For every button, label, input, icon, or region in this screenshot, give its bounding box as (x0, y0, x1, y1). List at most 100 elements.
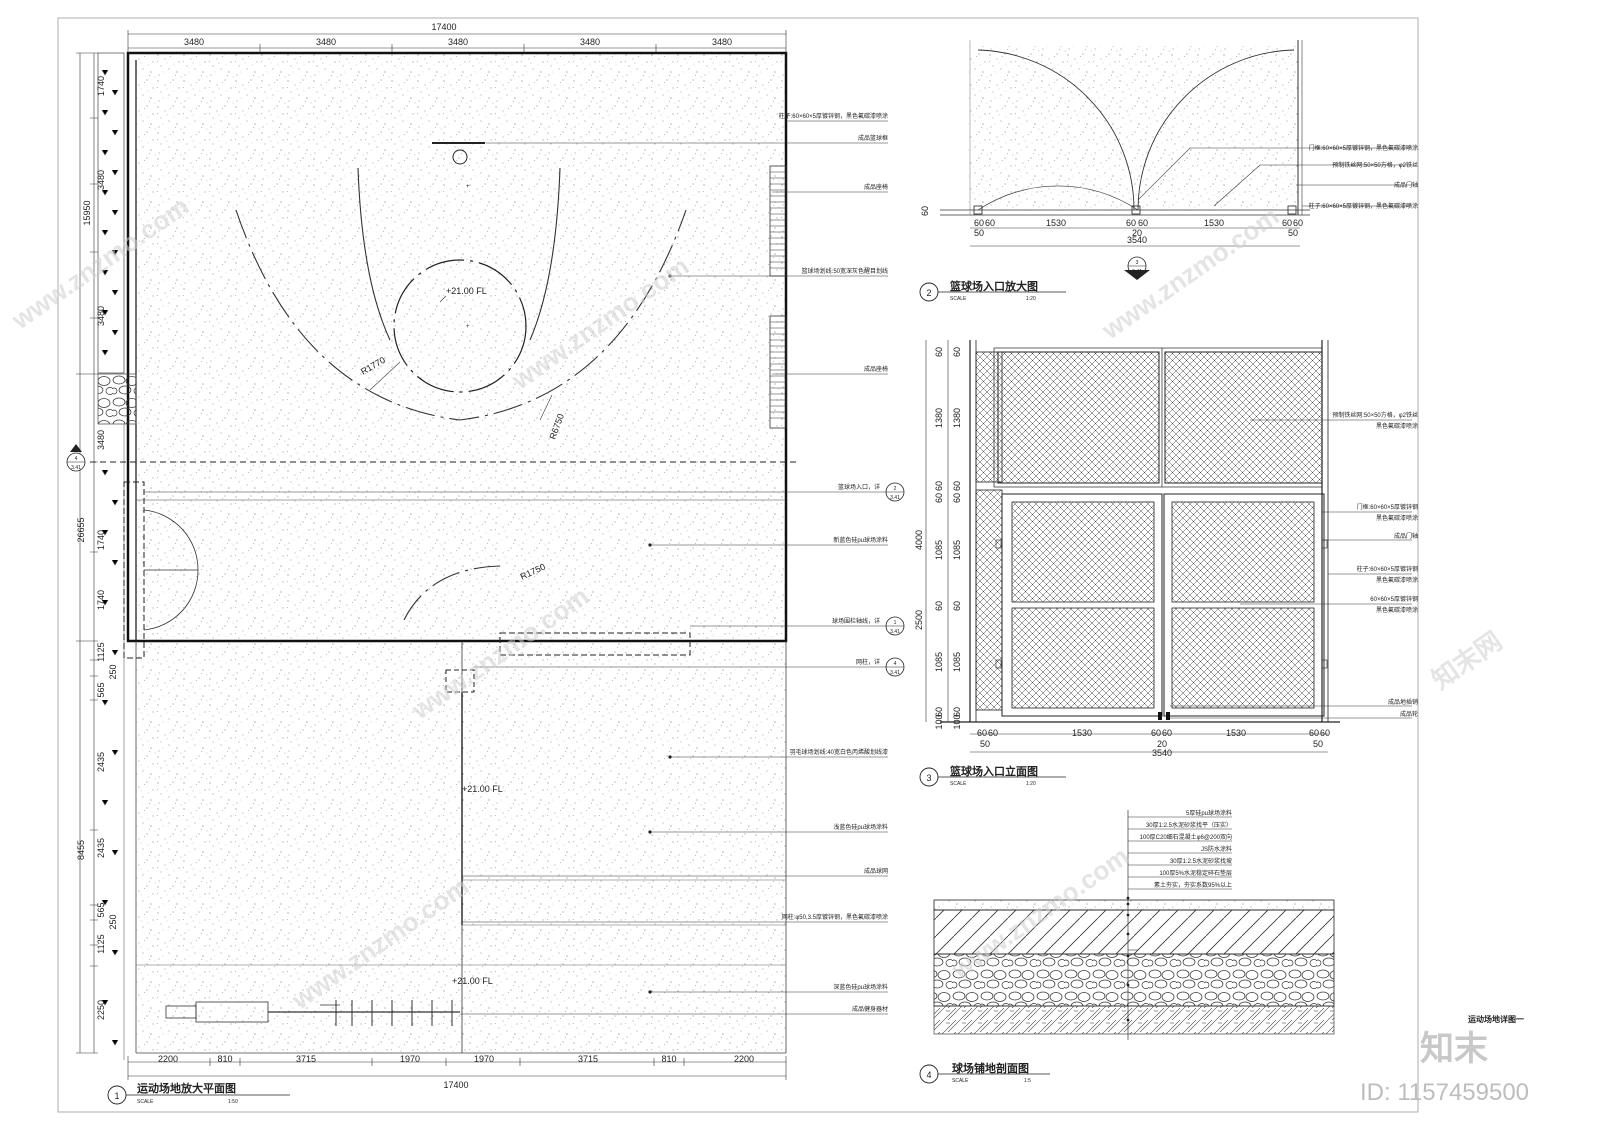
court-surface (136, 53, 786, 1053)
dim-elev: 1085 (934, 652, 944, 672)
plan-note: 成品健身器材 (852, 1005, 888, 1013)
dim-left-inner: 1740 (96, 590, 106, 610)
dim-top: 3480 (316, 37, 336, 47)
plan-note: 球场围栏轴线，详 (832, 617, 880, 625)
dim-elev: 60 (934, 601, 944, 611)
drawing-title: 篮球场入口立面图 (949, 764, 1038, 778)
section-layer: 素土夯实，夯实系数95%以上 (1154, 881, 1232, 889)
dim-elev-sub: 50 (1313, 739, 1323, 749)
dim-elev-outer: 4000 (914, 530, 924, 550)
dim-entry: 1530 (1204, 218, 1224, 228)
svg-text:2: 2 (894, 486, 897, 492)
elevation-marker: 3 3.41 (1124, 256, 1150, 280)
plan-note: 深蓝色硅pu球场涂料 (833, 983, 888, 991)
dim-left-inner: 3480 (96, 170, 106, 190)
image-id: ID: 1157459500 (1360, 1079, 1529, 1106)
dim-elev-outer: 2500 (914, 610, 924, 630)
sheet-title: 运动场地详图一 (1468, 1014, 1524, 1024)
svg-text:3.41: 3.41 (890, 670, 900, 676)
dim-elev: 1085 (952, 540, 962, 560)
scale-value: 1:5 (1024, 1078, 1031, 1084)
svg-text:3.41: 3.41 (1132, 269, 1142, 275)
dim-left-inner: 565 (96, 902, 106, 917)
dim-bottom: 1970 (400, 1054, 420, 1064)
elev-note: 黑色氟碳漆喷涂 (1376, 514, 1418, 522)
detail-callout: 2 3.41 (885, 482, 905, 502)
dim-bottom: 3715 (296, 1054, 316, 1064)
elev-note: 门框:60×60×5厚镀锌钢 (1357, 503, 1418, 511)
dim-elev: 60 (952, 481, 962, 491)
elev-note: 成品轮 (1400, 710, 1418, 718)
dim-left-inner: 1125 (96, 934, 106, 953)
dim-elev: 60 (952, 493, 962, 503)
dim-elev: 1380 (934, 408, 944, 428)
dim-entry: 60 (1293, 218, 1303, 228)
entry-note: 门框:60×60×5厚镀锌钢，黑色氟碳漆喷涂 (1309, 144, 1418, 152)
dim-left-inner: 2435 (96, 752, 106, 772)
plan-note: 网柱:φ50,3.5厚镀锌钢，黑色氟碳漆喷涂 (782, 913, 888, 921)
dim-top: 3480 (712, 37, 732, 47)
title-number: 4 (926, 1070, 931, 1080)
svg-text:3: 3 (1136, 260, 1139, 266)
level-mark: +21.00 FL (462, 784, 503, 794)
section-layer: 30厚1:2.5水泥砂浆找平（压实） (1146, 821, 1232, 829)
elev-note: 成品门轴 (1394, 532, 1418, 540)
dim-top: 3480 (184, 37, 204, 47)
dim-left-inner: 3480 (96, 306, 106, 326)
dim-elev-sub: 20 (1157, 739, 1167, 749)
section-layer: 100厚5%水泥稳定碎石垫层 (1159, 869, 1232, 877)
plan-view-1: + + R1770 R6750 +21.00 FL R1750 (66, 22, 905, 1105)
dim-elev: 100 (934, 714, 944, 729)
entry-plan-view-2: 60 60 1530 60 60 1530 60 60 50 20 50 354… (919, 40, 1418, 302)
dim-elev: 60 (934, 347, 944, 357)
elev-note: 柱子:60×60×5厚镀锌钢 (1357, 565, 1418, 573)
svg-text:3.41: 3.41 (890, 629, 900, 635)
dim-left-inner: 250 (108, 664, 118, 679)
dim-left-outer: 15950 (82, 200, 92, 225)
sheet-frame (57, 17, 1419, 1113)
dim-bottom: 810 (661, 1054, 676, 1064)
plan-note: 网柱，详 (856, 658, 880, 666)
scale-value: 1:20 (1026, 296, 1036, 302)
scale-label: SCALE (950, 781, 967, 787)
drawing-title: 篮球场入口放大图 (949, 279, 1038, 293)
title-number: 1 (114, 1091, 119, 1101)
dim-entry-sub: 50 (974, 228, 984, 238)
dim-elev: 60 (934, 481, 944, 491)
dim-elev-bottom: 60 (988, 728, 998, 738)
elev-note: 黑色氟碳漆喷涂 (1376, 576, 1418, 584)
elev-note: 预制铁丝网:50×50方格，φ2铁丝 (1332, 411, 1418, 419)
scale-value: 1:50 (228, 1099, 238, 1105)
dim-elev-bottom: 60 (1320, 728, 1330, 738)
elev-note: 成品地插销 (1388, 698, 1418, 706)
dim-left-inner: 2435 (96, 838, 106, 858)
plan-note: 浅蓝色硅pu球场涂料 (833, 823, 888, 831)
dim-entry: 60 (974, 218, 984, 228)
section-layer: 30厚1:2.5水泥砂浆找坡 (1170, 857, 1232, 865)
dim-left-inner: 2250 (96, 1000, 106, 1020)
plan-note: 新蓝色硅pu球场涂料 (833, 536, 888, 544)
plan-note: 篮球场入口，详 (838, 483, 880, 491)
plan-note: 成品篮球框 (858, 134, 888, 142)
svg-text:知末网: 知末网 (1426, 626, 1507, 695)
dim-elev: 60 (934, 707, 944, 717)
dim-elev: 60 (934, 493, 944, 503)
level-mark: +21.00 FL (446, 286, 487, 296)
dim-entry-sub: 20 (1132, 228, 1142, 238)
dim-elev-total: 3540 (1152, 748, 1172, 758)
dim-top: 3480 (580, 37, 600, 47)
dim-elev-bottom: 60 (1309, 728, 1319, 738)
drawing-title: 运动场地放大平面图 (137, 1081, 236, 1095)
detail-callout: 4 3.41 (885, 657, 905, 677)
dim-entry: 60 (1126, 218, 1136, 228)
dim-total-top: 17400 (431, 22, 456, 32)
dim-left-inner: 1740 (96, 530, 106, 550)
dim-elev: 100 (952, 714, 962, 729)
dim-elev-bottom: 60 (1151, 728, 1161, 738)
dim-bottom: 1970 (474, 1054, 494, 1064)
dim-entry-sub: 50 (1288, 228, 1298, 238)
dim-elev-sub: 50 (980, 739, 990, 749)
dim-left-inner: 565 (96, 682, 106, 697)
dim-entry: 60 (1282, 218, 1292, 228)
svg-text:3.41: 3.41 (890, 495, 900, 501)
